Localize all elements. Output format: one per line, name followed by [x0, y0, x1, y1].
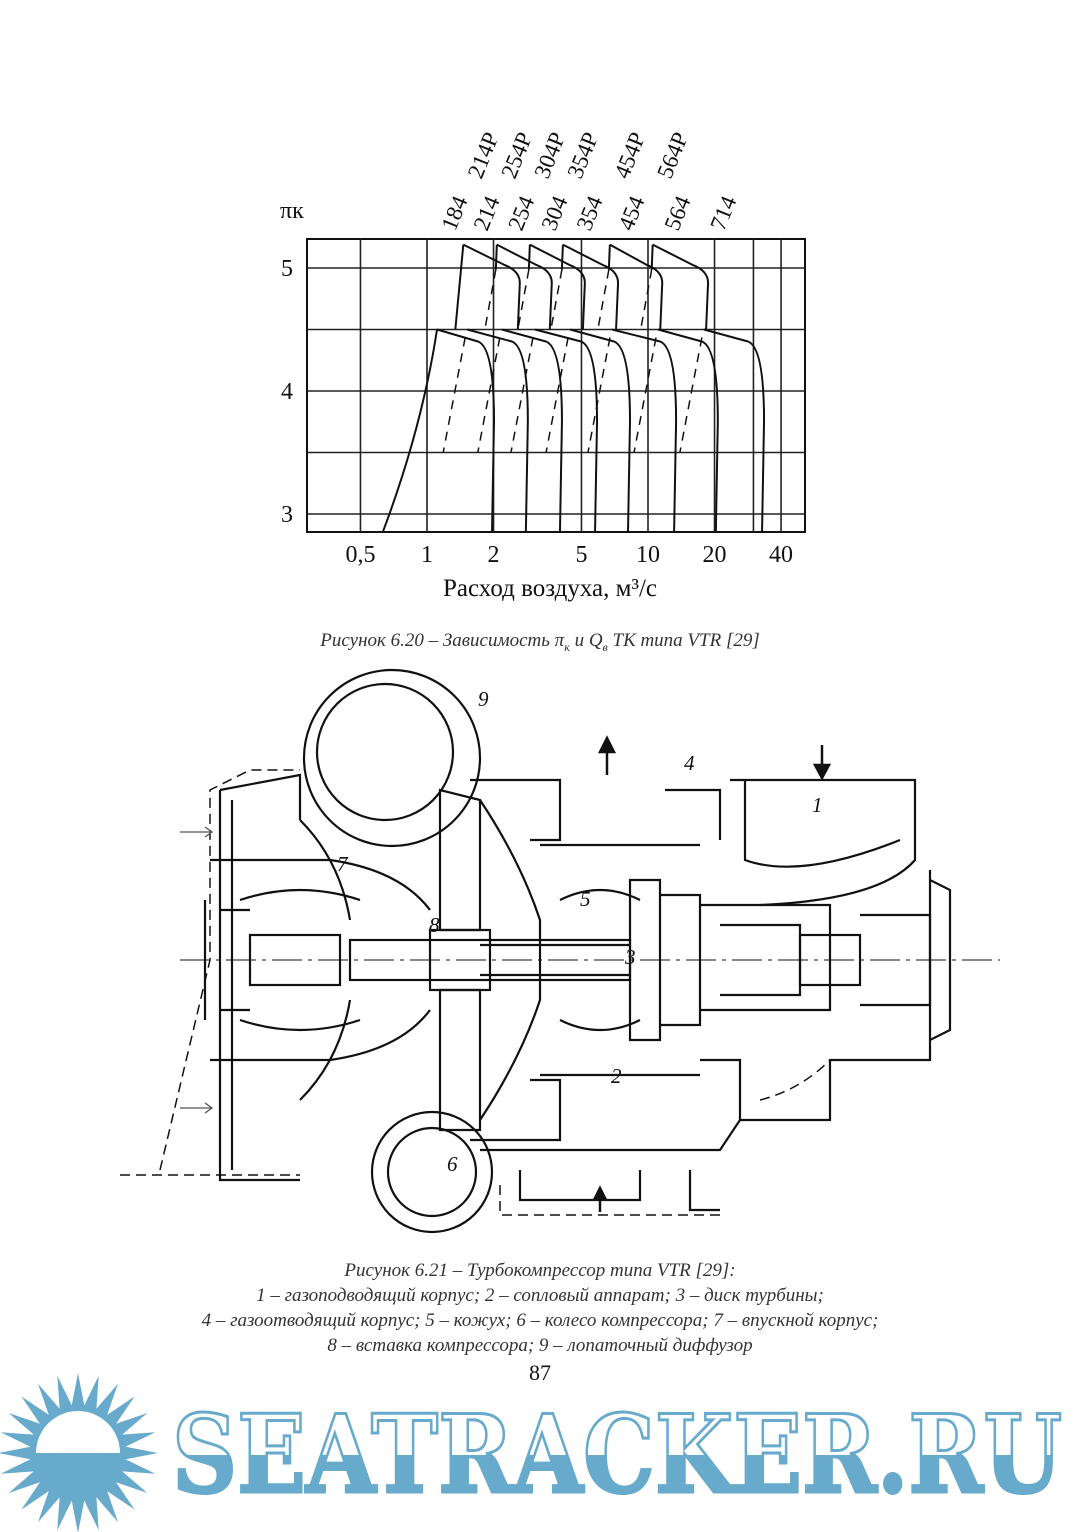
air-inlet-arrow-icon: [180, 826, 214, 838]
part-label-7: 7: [337, 852, 349, 876]
caption-subscript: к: [564, 639, 570, 654]
surge-dashed-254P: [484, 269, 497, 330]
part-label-5: 5: [580, 887, 591, 911]
part-label-3: 3: [624, 945, 636, 969]
surge-dashed-454: [587, 337, 611, 453]
curve-564: [657, 328, 719, 533]
x-tick-label: 20: [703, 542, 727, 568]
surge-dashed-564: [633, 337, 657, 453]
curve-304: [534, 328, 599, 533]
curve-214: [466, 328, 529, 533]
caption-part: и Q: [569, 630, 603, 651]
x-tick-label: 0,5: [345, 542, 375, 568]
curve-714: [703, 328, 766, 533]
surge-dashed-354P: [550, 269, 563, 330]
surge-dashed-354: [545, 337, 569, 453]
y-tick-label: 3: [281, 502, 293, 528]
part-label-1: 1: [812, 793, 823, 817]
plot-frame: [306, 238, 806, 533]
surge-dashed-564P: [639, 269, 653, 330]
x-axis-label: Расход воздуха, м³/с: [443, 575, 657, 602]
x-tick-label: 1: [421, 542, 433, 568]
part-label-6: 6: [447, 1152, 458, 1176]
curve-354P: [562, 243, 620, 330]
surge-dashed-714: [679, 337, 703, 453]
caption-subscript: в: [602, 639, 608, 654]
x-tick-label: 2: [488, 542, 500, 568]
surge-line-454P: [607, 244, 611, 270]
surge-dashed-304P: [517, 269, 530, 330]
x-tick-label: 5: [575, 542, 587, 568]
surge-dashed-214: [442, 337, 466, 453]
part-label-8: 8: [429, 913, 440, 937]
outflow-arrow-icon: [597, 735, 617, 775]
figure-6-20-caption: Рисунок 6.20 – Зависимость πк и Qв ТК ти…: [0, 628, 1080, 660]
part-label-2: 2: [611, 1064, 622, 1088]
x-tick-label: 40: [769, 542, 793, 568]
chart-curves: [381, 243, 766, 533]
curve-454: [611, 328, 678, 533]
surge-line-564P: [650, 244, 654, 270]
page-number: 87: [529, 1360, 551, 1385]
caption-part: ТК типа VTR [29]: [607, 630, 760, 651]
curve-254: [501, 328, 563, 533]
y-tick-label: 4: [281, 379, 293, 405]
x-tick-label: 10: [636, 542, 660, 568]
sun-logo-icon: [0, 1373, 158, 1532]
curve-254P: [496, 243, 553, 330]
caption-title: Рисунок 6.21 – Турбокомпрессор типа VTR …: [344, 1260, 736, 1281]
curve-564P: [652, 243, 710, 330]
caption-line: 8 – вставка компрессора; 9 – лопаточный …: [327, 1335, 753, 1356]
surge-dashed-254: [477, 337, 501, 453]
figure-6-21-caption: Рисунок 6.21 – Турбокомпрессор типа VTR …: [0, 1258, 1080, 1358]
curve-184: [436, 328, 496, 533]
surge-line-184: [381, 329, 439, 533]
surge-line-254P: [494, 244, 498, 270]
surge-dashed-454P: [597, 269, 610, 330]
oil-arrow-icon: [592, 1185, 608, 1212]
curve-304P: [529, 243, 586, 330]
surge-line-354P: [560, 244, 564, 270]
surge-line-304P: [527, 244, 531, 270]
turbocharger-drawing: 9 4 1 7 5 8 3 2 6: [120, 668, 1000, 1234]
part-label-4: 4: [684, 751, 695, 775]
curve-354: [569, 328, 632, 533]
caption-line: 4 – газоотводящий корпус; 5 – кожух; 6 –…: [201, 1310, 879, 1331]
curve-454P: [609, 243, 664, 330]
y-axis-label: πк: [280, 198, 304, 224]
watermark-text: SEATRACKER.RU: [172, 1392, 1062, 1518]
surge-dashed-304: [510, 337, 534, 453]
y-tick-label: 5: [281, 256, 293, 282]
part-label-9: 9: [478, 687, 489, 711]
curve-214P: [462, 243, 521, 330]
caption-part: Рисунок 6.20 – Зависимость π: [320, 630, 565, 651]
inflow-arrow-icon: [812, 745, 832, 781]
air-inlet-arrow-icon: [180, 1102, 214, 1114]
caption-line: 1 – газоподводящий корпус; 2 – сопловый …: [256, 1285, 824, 1306]
surge-line-214P: [454, 244, 465, 330]
axis-ticks: 0,5 1 2 5 10 20 40 5 4 3: [281, 256, 793, 568]
